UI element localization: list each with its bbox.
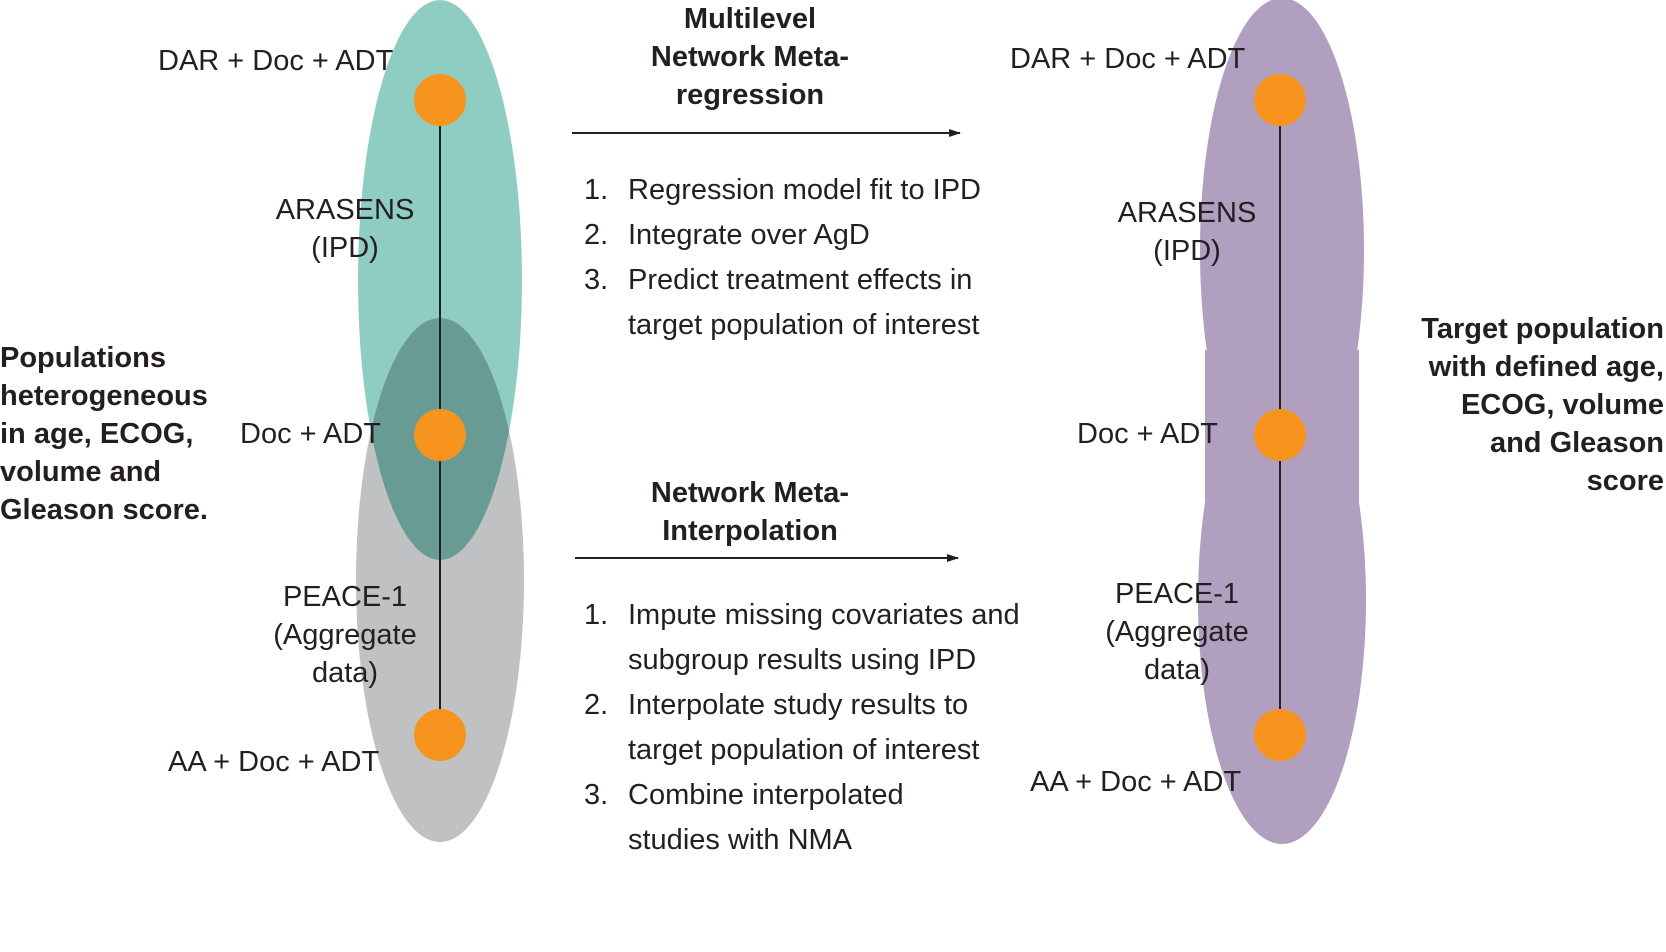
right-node-aa: [1254, 709, 1306, 761]
step-text: Impute missing covariates and subgroup r…: [628, 599, 1020, 676]
right-node-label-dar: DAR + Doc + ADT: [1010, 43, 1246, 75]
left-node-doc: [414, 409, 466, 461]
left-node-label-aa: AA + Doc + ADT: [168, 746, 380, 778]
caption-line: Target population: [1421, 313, 1664, 345]
method-title-line: regression: [675, 79, 825, 111]
method-step: 2. Integrate over AgD: [584, 213, 1024, 258]
right-node-label-aa: AA + Doc + ADT: [1030, 766, 1242, 798]
caption-line: volume and: [0, 456, 162, 488]
step-text: Regression model fit to IPD: [628, 174, 981, 206]
overlap-region: [358, 318, 522, 560]
method-step: 3. Predict treatment effects in target p…: [584, 258, 1008, 348]
method-step: 1. Impute missing covariates and subgrou…: [584, 593, 1048, 683]
left-study-type: (Aggregate: [273, 619, 417, 651]
method-step: 2. Interpolate study results to target p…: [584, 683, 1018, 773]
method-bottom-steps: 1. Impute missing covariates and subgrou…: [584, 593, 1020, 863]
method-title-line: Network Meta-: [650, 41, 850, 73]
left-study-label-arasens: ARASENS (IPD): [240, 191, 450, 267]
right-study-name: ARASENS: [1117, 197, 1257, 229]
left-study-type: (IPD): [311, 232, 379, 264]
right-node-dar: [1254, 74, 1306, 126]
left-population-caption: Populations heterogeneous in age, ECOG, …: [0, 339, 208, 529]
caption-line: Gleason score.: [0, 494, 208, 526]
caption-line: heterogeneous: [0, 380, 208, 412]
left-node-dar: [414, 74, 466, 126]
step-text: Integrate over AgD: [628, 219, 870, 251]
method-title-line: Interpolation: [662, 515, 838, 547]
right-study-type: (Aggregate: [1105, 616, 1249, 648]
caption-line: ECOG, volume: [1460, 389, 1664, 421]
step-number: 2.: [584, 689, 609, 721]
step-text: Combine interpolated studies with NMA: [628, 779, 904, 856]
left-study-type-cont: data): [311, 657, 379, 689]
left-study-label-peace1: PEACE-1 (Aggregate data): [240, 578, 450, 692]
right-study-label-peace1: PEACE-1 (Aggregate data): [1072, 575, 1282, 689]
step-number: 2.: [584, 219, 609, 251]
right-population-caption: Target population with defined age, ECOG…: [1366, 310, 1664, 500]
caption-line: score: [1586, 465, 1664, 497]
right-study-label-arasens: ARASENS (IPD): [1082, 194, 1292, 270]
step-text: Interpolate study results to target popu…: [628, 689, 980, 766]
method-step: 1. Regression model fit to IPD: [584, 168, 1024, 213]
right-study-type-cont: data): [1143, 654, 1211, 686]
step-number: 1.: [584, 174, 609, 206]
method-top-steps: 1. Regression model fit to IPD 2. Integr…: [584, 168, 1024, 348]
right-study-type: (IPD): [1153, 235, 1221, 267]
right-study-name: PEACE-1: [1114, 578, 1240, 610]
caption-line: Populations: [0, 342, 166, 374]
step-number: 3.: [584, 264, 609, 296]
left-node-aa: [414, 709, 466, 761]
left-node-label-doc: Doc + ADT: [240, 418, 382, 450]
step-text: Predict treatment effects in target popu…: [628, 264, 980, 341]
caption-line: with defined age,: [1428, 351, 1664, 383]
right-node-doc: [1254, 409, 1306, 461]
caption-line: and Gleason: [1489, 427, 1664, 459]
method-top-title: Multilevel Network Meta- regression: [600, 0, 900, 114]
step-number: 1.: [584, 599, 609, 631]
left-study-name: PEACE-1: [282, 581, 408, 613]
left-study-name: ARASENS: [275, 194, 415, 226]
method-title-line: Network Meta-: [650, 477, 850, 509]
method-title-line: Multilevel: [683, 3, 817, 35]
left-node-label-dar: DAR + Doc + ADT: [158, 45, 394, 77]
method-bottom-title: Network Meta- Interpolation: [600, 474, 900, 550]
method-step: 3. Combine interpolated studies with NMA: [584, 773, 988, 863]
right-node-label-doc: Doc + ADT: [1077, 418, 1219, 450]
caption-line: in age, ECOG,: [0, 418, 194, 450]
step-number: 3.: [584, 779, 609, 811]
